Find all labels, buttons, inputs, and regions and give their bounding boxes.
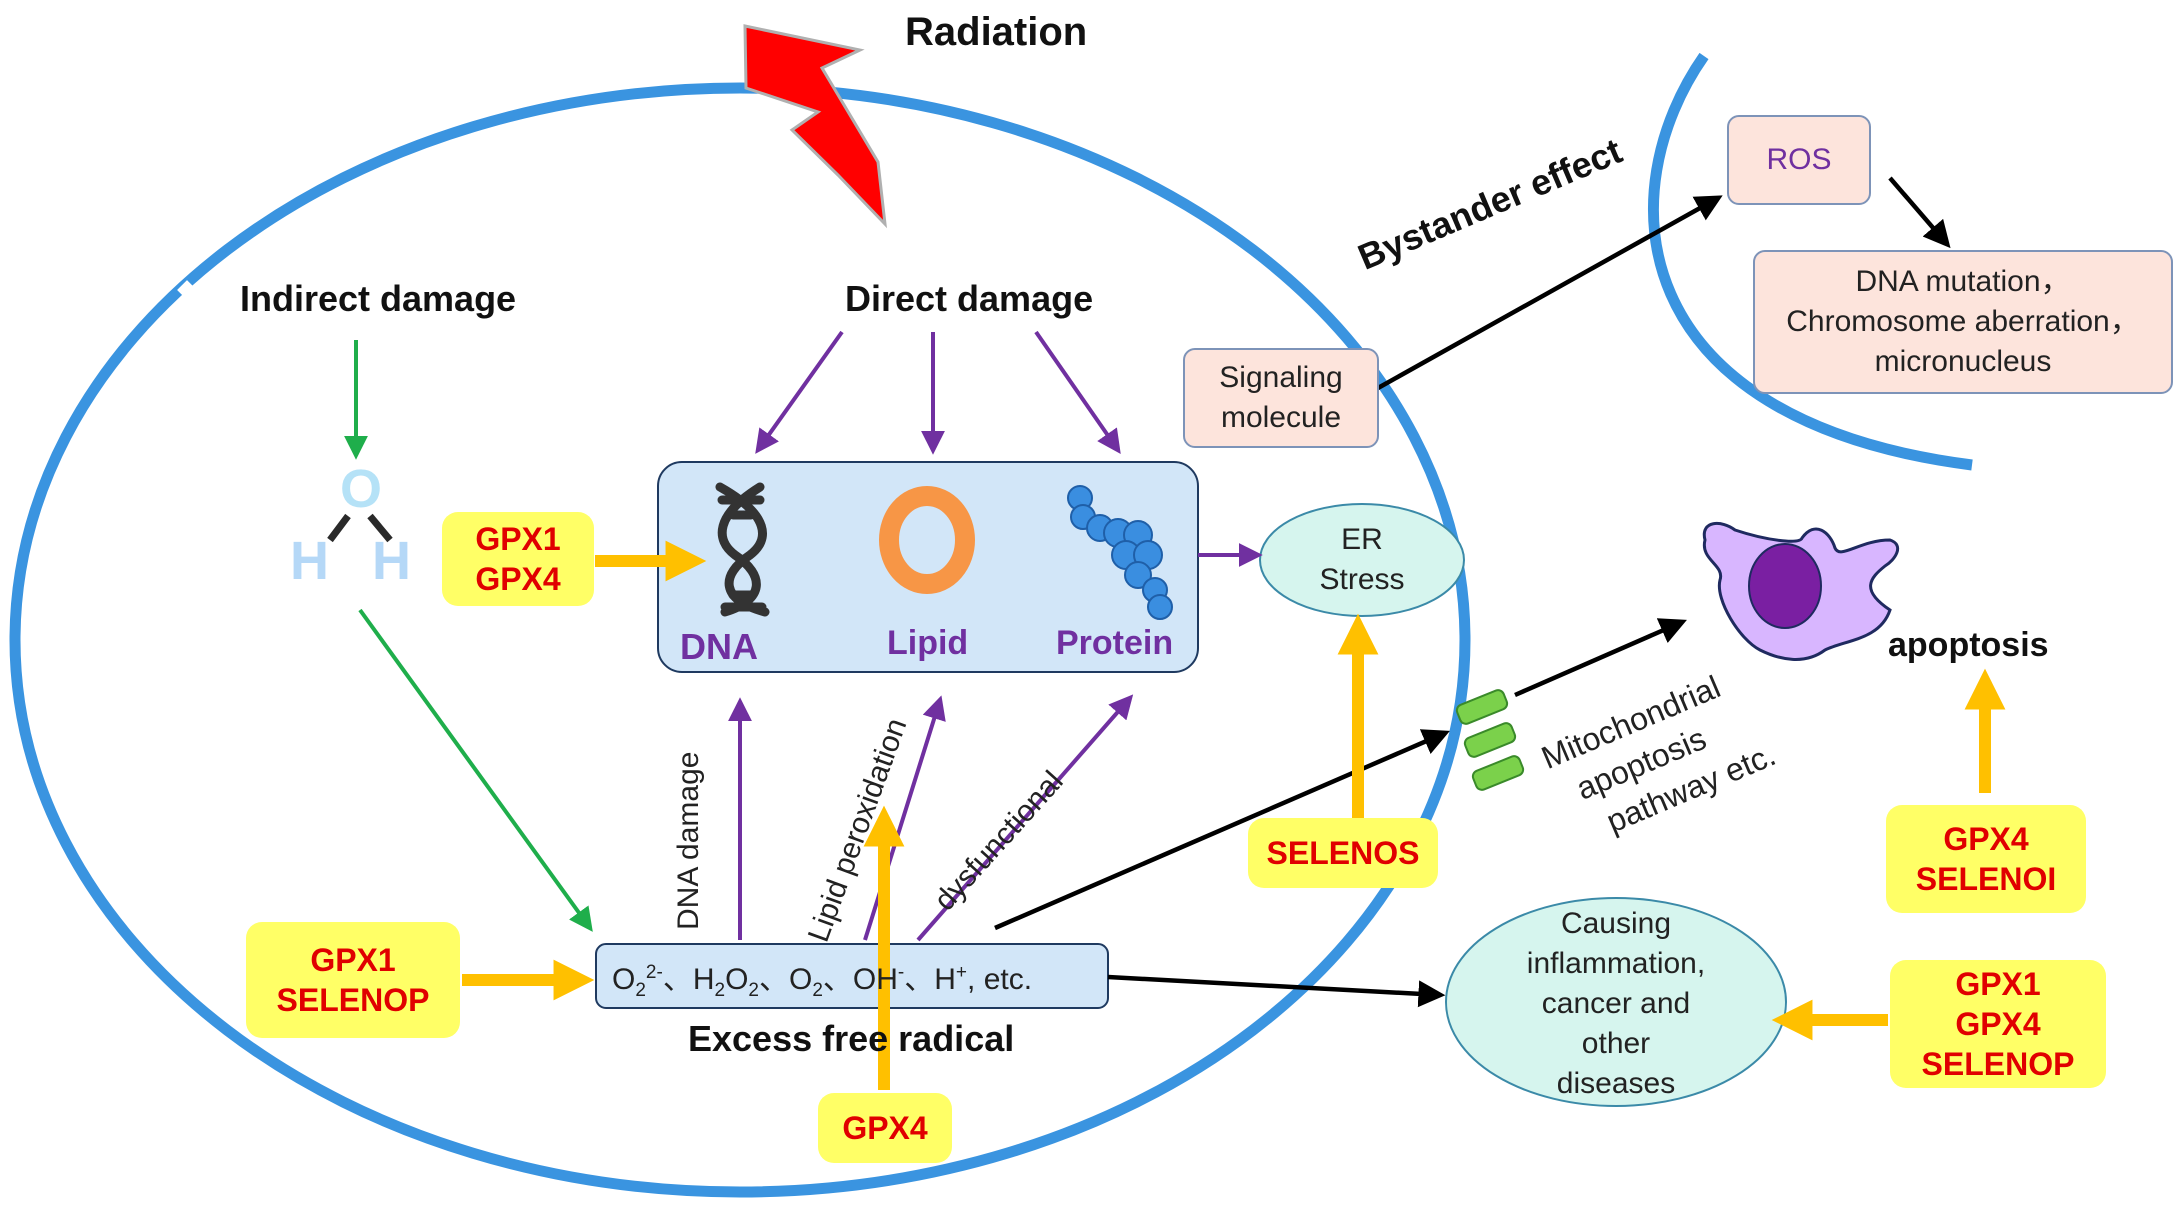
diagram-title: Radiation xyxy=(905,10,1088,54)
enzyme-box-disease-protect: GPX1 GPX4 SELENOP xyxy=(1890,960,2106,1088)
lipid-label: Lipid xyxy=(887,624,969,662)
black-arrows xyxy=(994,176,1951,1008)
cell-membrane xyxy=(9,82,1471,1198)
indirect-damage-label: Indirect damage xyxy=(240,278,517,319)
lightning-icon xyxy=(743,24,887,229)
dna-icon xyxy=(715,482,770,617)
radicals-text: O22-、H2O2、O2、OH-、H+, etc. xyxy=(612,962,1033,1001)
protein-label: Protein xyxy=(1056,624,1174,662)
orange-arrows xyxy=(462,540,2006,1090)
water-oxygen-label: O xyxy=(340,459,383,519)
signaling-molecule-box: Signaling molecule xyxy=(1183,348,1379,448)
water-molecule-icon xyxy=(327,513,393,543)
ros-box: ROS xyxy=(1727,115,1871,205)
enzyme-box-lipid-protect: GPX4 xyxy=(818,1093,952,1163)
enzyme-box-radical-protect: GPX1 SELENOP xyxy=(246,922,460,1038)
diseases-label: Causing inflammation, cancer and other d… xyxy=(1526,907,1706,1100)
apoptotic-nucleus-icon xyxy=(1748,543,1822,629)
excess-free-radical-label: Excess free radical xyxy=(688,1018,1015,1059)
er-stress-label: ER Stress xyxy=(1319,523,1405,596)
lipid-icon xyxy=(879,486,975,594)
neighbor-cell-membrane xyxy=(1647,52,1973,471)
dna-label: DNA xyxy=(680,626,758,667)
dna-mutation-box: DNA mutation， Chromosome aberration， mic… xyxy=(1753,250,2173,394)
mitochondrial-channel-icon xyxy=(1455,689,1525,791)
protein-icon xyxy=(1067,485,1173,620)
apoptosis-label: apoptosis xyxy=(1888,626,2049,664)
purple-arrows xyxy=(728,330,1263,942)
water-hydrogen-label-1: H xyxy=(290,531,329,591)
enzyme-box-apoptosis-protect: GPX4 SELENOI xyxy=(1886,805,2086,913)
radical-box xyxy=(595,943,1109,1009)
green-arrows xyxy=(344,340,593,932)
water-hydrogen-label-2: H xyxy=(372,531,411,591)
dna-damage-edge-label: DNA damage xyxy=(672,751,705,930)
direct-damage-label: Direct damage xyxy=(845,278,1094,319)
enzyme-box-dna-protect: GPX1 GPX4 xyxy=(442,512,594,606)
enzyme-box-er-protect: SELENOS xyxy=(1248,818,1438,888)
